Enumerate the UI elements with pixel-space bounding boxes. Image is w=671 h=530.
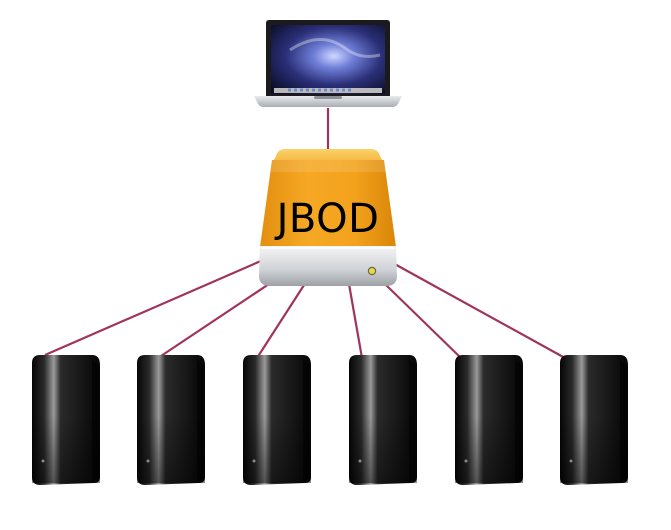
laptop-icon: [254, 20, 402, 107]
jbod-enclosure-icon: JBOD: [259, 149, 397, 286]
connection-drive-1: [44, 255, 271, 357]
external-hard-drive-icon: [32, 355, 100, 485]
jbod-label: JBOD: [274, 196, 380, 242]
connection-drive-5: [385, 284, 462, 359]
connections: [44, 108, 566, 359]
external-hard-drive-icon: [137, 355, 205, 485]
external-hard-drive-icon: [455, 355, 523, 485]
connection-drive-3: [256, 281, 307, 359]
external-hard-drive-icon: [349, 355, 417, 485]
external-hard-drive-icon: [243, 355, 311, 485]
connection-drive-4: [347, 283, 364, 359]
drive-array: [32, 355, 628, 485]
connection-drive-6: [390, 261, 566, 359]
connection-drive-2: [157, 277, 279, 359]
external-hard-drive-icon: [560, 355, 628, 485]
